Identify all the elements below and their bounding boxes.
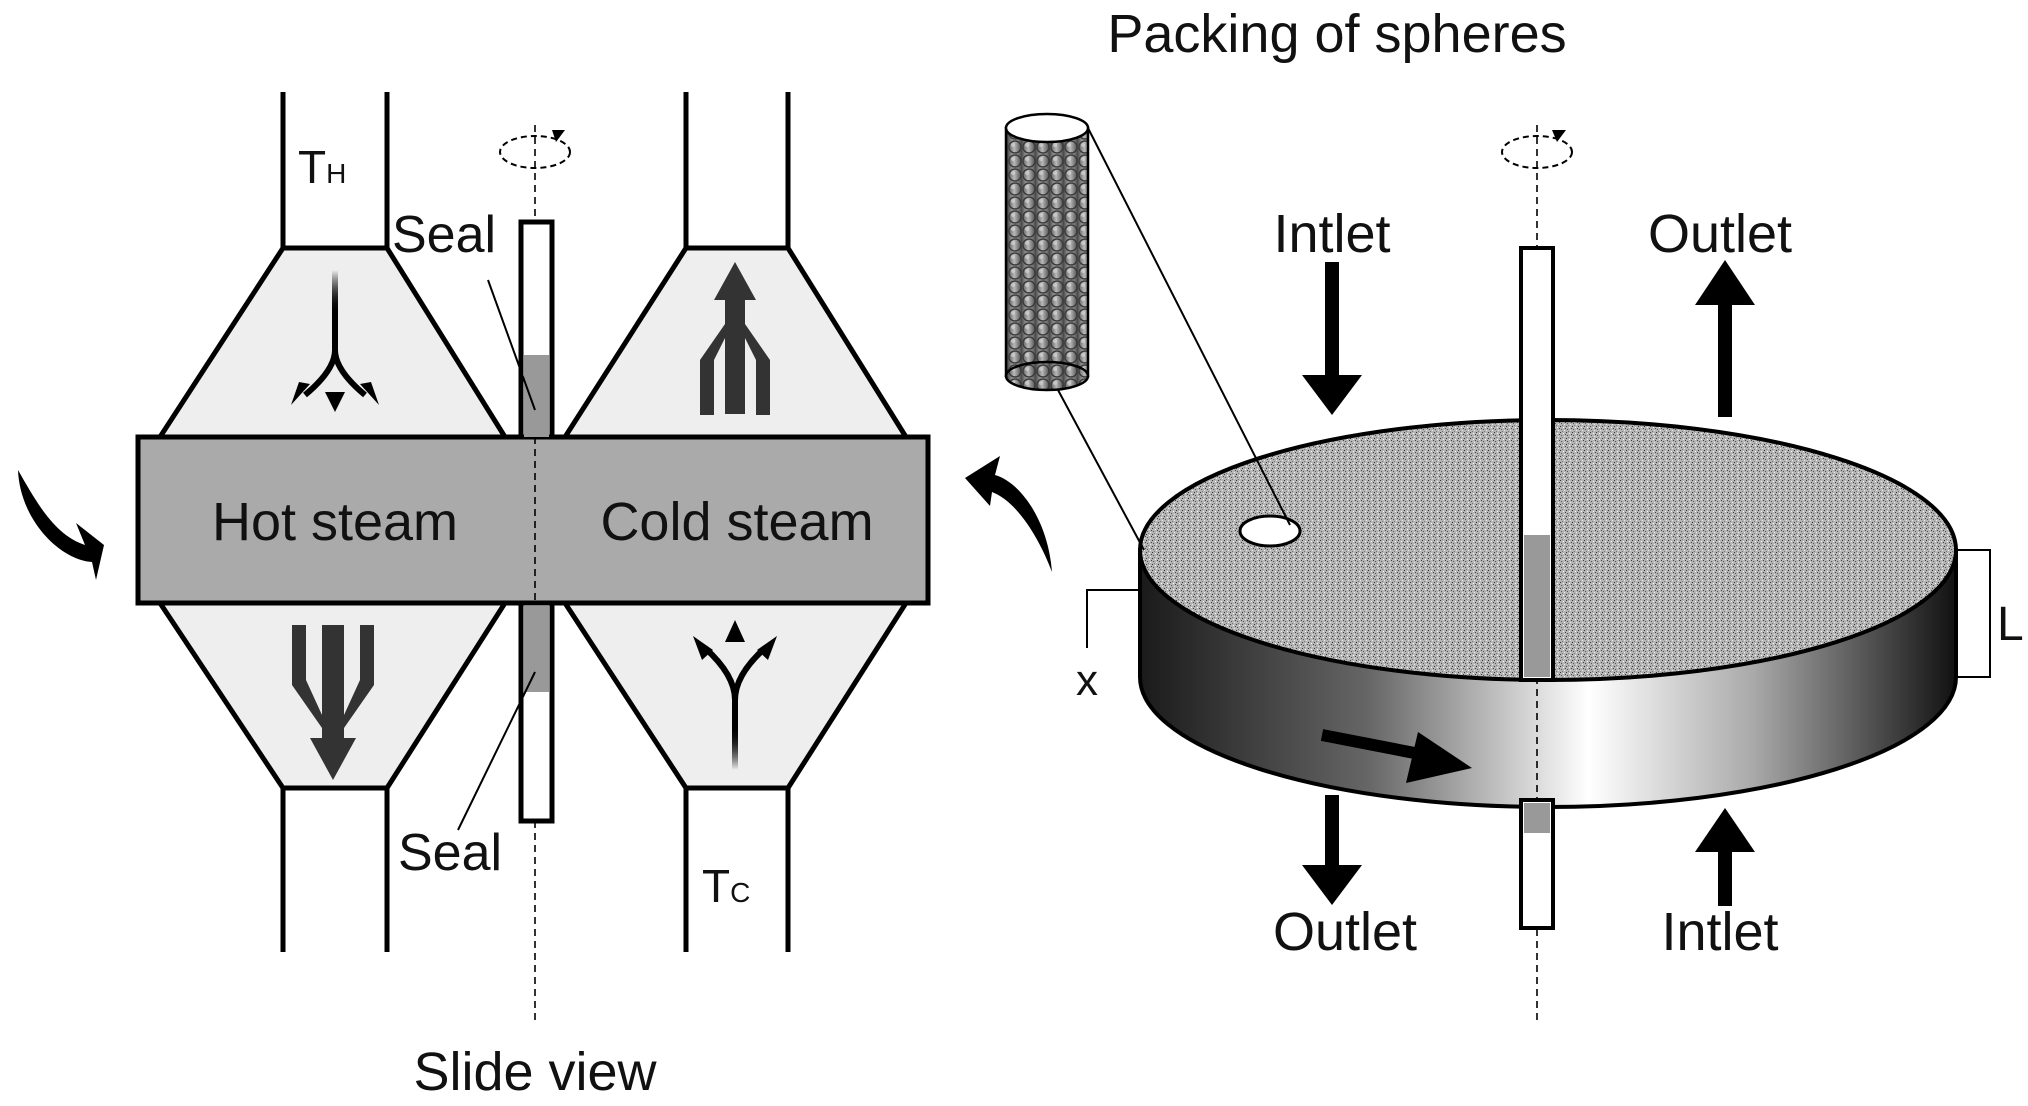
slide-view-label: Slide view (413, 1042, 657, 1102)
top-inlet-label: Intlet (1273, 204, 1390, 264)
bottom-inlet-label: Intlet (1661, 902, 1778, 962)
wheel-view: x L Packing of spheres Intlet Outlet Out… (1004, 4, 2024, 1020)
packing-leader-top (1087, 127, 1291, 526)
cold-inlet-duct (683, 788, 791, 952)
cold-temp-label: TC (702, 860, 750, 912)
cold-steam-label: Cold steam (600, 492, 873, 552)
matrix-band (135, 434, 931, 606)
seal-upper-shade (524, 355, 549, 437)
x-axis-marker (1086, 589, 1140, 648)
left-rotation-arrow-icon (18, 470, 104, 580)
cold-outflow-arrows-icon (700, 262, 770, 415)
seal-lower-shade (524, 606, 549, 692)
bottom-inlet-arrow-icon (1695, 808, 1755, 906)
bottom-outlet-label: Outlet (1273, 902, 1417, 962)
packing-cylinder (1004, 112, 1090, 392)
wheel-rotation-indicator-icon (1501, 135, 1573, 169)
top-inlet-arrow-icon (1302, 262, 1362, 415)
wheel-shaft-lower-shade (1524, 803, 1550, 833)
hot-outlet-duct (280, 788, 390, 952)
cold-outlet-duct (683, 92, 791, 251)
rotation-arrowhead-icon (552, 130, 565, 142)
rotation-indicator-icon (499, 135, 571, 169)
seal-top-label: Seal (392, 206, 496, 264)
packing-leader-bottom (1057, 389, 1145, 551)
wheel-shaft-shade (1524, 535, 1550, 677)
hot-temp-label: TH (298, 141, 346, 193)
thickness-label: L (1997, 598, 2024, 651)
seal-bottom-label: Seal (398, 824, 502, 882)
pore-opening (1238, 514, 1302, 548)
side-view: TH TC Seal Seal Hot steam Cold steam Sli… (18, 92, 1052, 1102)
thickness-bracket (1956, 549, 1991, 678)
right-rotation-arrow-icon (965, 456, 1052, 572)
top-outlet-label: Outlet (1648, 204, 1792, 264)
x-axis-label: x (1076, 656, 1098, 705)
wheel-rotation-arrowhead-icon (1552, 130, 1566, 142)
hot-inflow-arrows-icon (303, 270, 367, 398)
hot-steam-label: Hot steam (212, 492, 458, 552)
rim-rotation-arrow-icon (1320, 729, 1472, 783)
cold-inflow-arrows-icon (702, 640, 768, 770)
top-outlet-arrow-icon (1695, 260, 1755, 417)
packing-label: Packing of spheres (1107, 4, 1566, 64)
seal-top-leader (487, 279, 536, 411)
bottom-outlet-arrow-icon (1302, 795, 1362, 905)
seal-bottom-leader (457, 671, 536, 831)
hot-outflow-arrows-icon (292, 625, 374, 780)
